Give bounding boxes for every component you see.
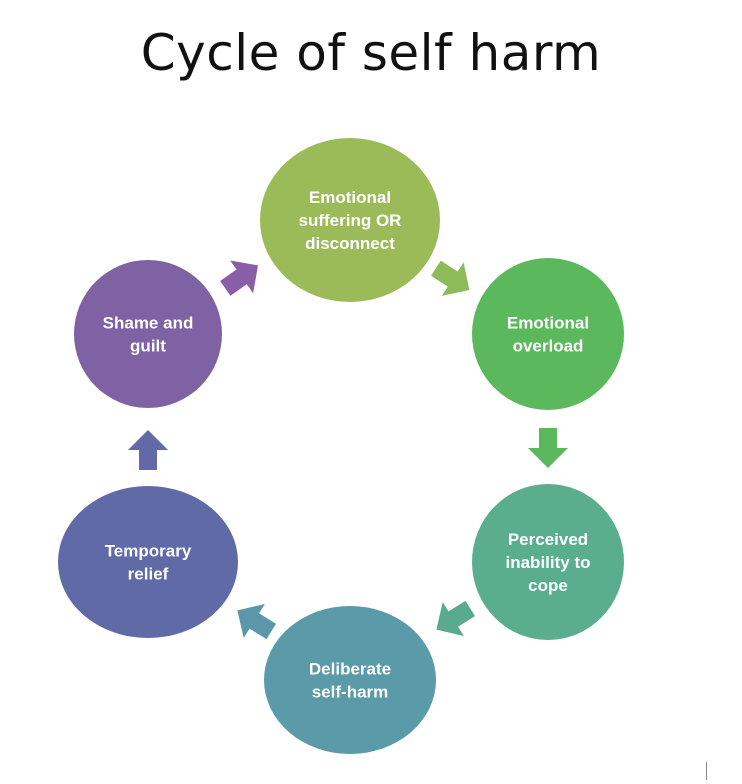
node-label-shame-and-guilt-line-1: Shame and — [103, 314, 194, 333]
arrows-layer — [128, 260, 568, 640]
arrow-emotional-overload-to-perceived-inability — [528, 428, 568, 468]
node-circle-perceived-inability — [472, 484, 624, 640]
arrow-temporary-relief-to-shame-and-guilt — [128, 430, 168, 470]
arrow-perceived-inability-to-deliberate-self-harm — [436, 600, 476, 637]
node-label-emotional-suffering-line-3: disconnect — [305, 234, 395, 253]
arrow-emotional-suffering-to-emotional-overload — [431, 260, 470, 296]
node-label-temporary-relief-line-2: relief — [128, 565, 169, 584]
node-emotional-suffering: Emotional suffering OR disconnect — [260, 138, 440, 302]
node-label-temporary-relief-line-1: Temporary — [105, 542, 192, 561]
node-perceived-inability: Perceived inability to cope — [472, 484, 624, 640]
node-label-emotional-suffering-line-1: Emotional — [309, 188, 391, 207]
node-label-perceived-inability-line-3: cope — [528, 576, 568, 595]
node-label-perceived-inability-line-2: inability to — [506, 553, 591, 572]
node-label-deliberate-self-harm-line-2: self-harm — [312, 683, 389, 702]
node-label-deliberate-self-harm-line-1: Deliberate — [309, 660, 391, 679]
node-circle-deliberate-self-harm — [264, 606, 436, 754]
node-emotional-overload: Emotional overload — [472, 258, 624, 410]
node-circle-emotional-overload — [472, 258, 624, 410]
node-circle-temporary-relief — [58, 486, 238, 638]
node-label-emotional-suffering-line-2: suffering OR — [299, 211, 402, 230]
node-label-perceived-inability-line-1: Perceived — [508, 530, 588, 549]
node-deliberate-self-harm: Deliberate self-harm — [264, 606, 436, 754]
arrow-deliberate-self-harm-to-temporary-relief — [237, 603, 277, 640]
node-circle-emotional-suffering — [260, 138, 440, 302]
node-temporary-relief: Temporary relief — [58, 486, 238, 638]
page-title: Cycle of self harm — [140, 24, 602, 82]
node-label-shame-and-guilt-line-2: guilt — [130, 337, 166, 356]
arrow-shame-and-guilt-to-emotional-suffering — [220, 260, 259, 296]
edge-divider — [706, 762, 707, 780]
node-shame-and-guilt: Shame and guilt — [74, 260, 222, 408]
node-circle-shame-and-guilt — [74, 260, 222, 408]
node-label-emotional-overload-line-1: Emotional — [507, 314, 589, 333]
node-label-emotional-overload-line-2: overload — [513, 337, 584, 356]
